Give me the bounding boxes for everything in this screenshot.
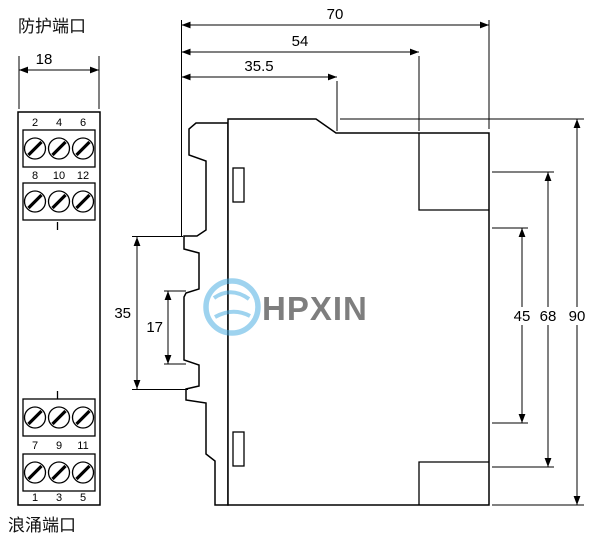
terminal-number: 8 <box>32 170 38 182</box>
side-body <box>227 118 490 506</box>
terminal-numbers-bottom-row2: 1 3 5 <box>32 492 86 504</box>
terminal-numbers-bottom-row1: 7 9 11 <box>32 440 89 452</box>
vent-slot-bottom <box>232 431 245 467</box>
dim-rail-17-label: 17 <box>146 319 163 336</box>
height-dimensions: 45 68 90 <box>340 118 588 506</box>
front-step-top <box>418 133 489 211</box>
terminal-numbers-top-row2: 8 10 12 <box>32 170 89 182</box>
dim-width-18: 18 <box>18 51 100 109</box>
terminal-screws-top-1 <box>23 137 95 160</box>
front-body <box>17 111 101 506</box>
terminal-number: 5 <box>80 492 86 504</box>
dim-68-label: 68 <box>540 308 557 325</box>
terminal-number: 12 <box>77 170 89 182</box>
terminal-screws-bottom-2 <box>23 461 95 484</box>
side-view: HPXIN 70 54 35.5 35 17 <box>114 6 588 506</box>
front-step-bottom <box>418 461 489 505</box>
dim-rail-35-label: 35 <box>114 305 131 322</box>
watermark-text: HPXIN <box>262 290 368 327</box>
protection-port-label: 防护端口 <box>18 17 86 36</box>
terminal-number: 9 <box>56 440 62 452</box>
terminal-number: 11 <box>77 440 88 452</box>
dim-35-5-label: 35.5 <box>244 58 273 75</box>
terminal-numbers-top-row1: 2 4 6 <box>32 117 86 129</box>
terminal-number: 1 <box>32 492 38 504</box>
terminal-number: 6 <box>80 117 86 129</box>
front-view: 防护端口 浪涌端口 18 2 4 6 8 10 12 <box>8 17 101 535</box>
terminal-number: 10 <box>53 170 65 182</box>
hpxin-logo-icon <box>203 278 261 336</box>
terminal-number: 2 <box>32 117 38 129</box>
rail-dimensions: 35 17 <box>114 236 188 390</box>
dim-90-label: 90 <box>569 308 586 325</box>
depth-dimensions: 70 54 35.5 <box>181 6 490 237</box>
terminal-number: 4 <box>56 117 62 129</box>
dim-45-label: 45 <box>514 308 531 325</box>
surge-port-label: 浪涌端口 <box>8 516 76 535</box>
hpxin-watermark: HPXIN <box>203 278 368 336</box>
terminal-screws-bottom-1 <box>23 406 95 429</box>
terminal-screws-top-2 <box>23 190 95 213</box>
terminal-number: 7 <box>32 440 38 452</box>
vent-slot-top <box>232 167 245 203</box>
dim-54-label: 54 <box>292 33 309 50</box>
dim-70-label: 70 <box>327 6 344 23</box>
dim-width-label: 18 <box>36 51 53 68</box>
terminal-number: 3 <box>56 492 62 504</box>
